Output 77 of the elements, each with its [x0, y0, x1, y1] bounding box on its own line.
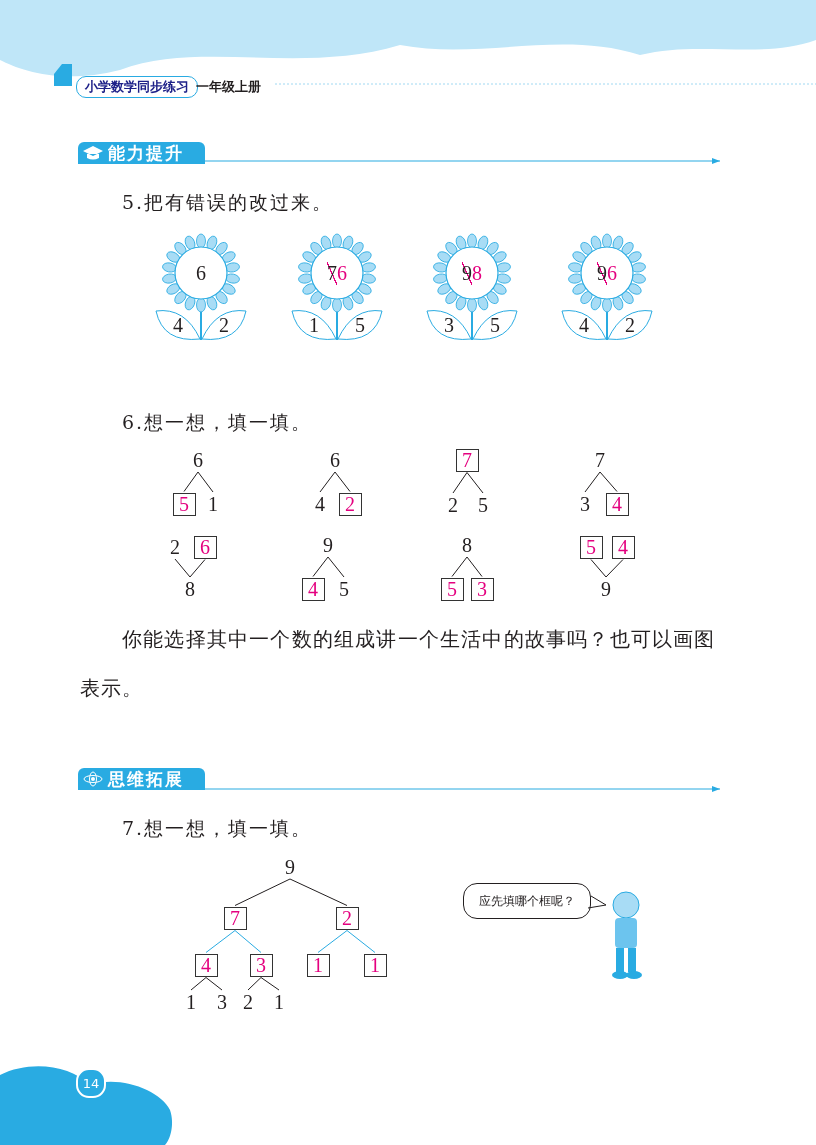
answer-box: 1 [363, 953, 387, 977]
speech-bubble: 应先填哪个框呢？ [463, 883, 591, 919]
number-text: 2 [445, 494, 461, 516]
leaf-shape: 2 [201, 309, 247, 341]
connector-line [346, 930, 376, 953]
connector-line [205, 977, 223, 991]
answer-box: 2 [338, 492, 362, 516]
number-text: 8 [182, 578, 198, 600]
answer-box: 6 [193, 535, 217, 559]
question-text: 7.想一想，填一填。 [122, 816, 313, 841]
answer-box: 5 [579, 535, 603, 559]
number-text: 7 [592, 449, 608, 471]
answer-box: 2 [335, 906, 359, 930]
connector-line [327, 556, 345, 578]
leaf-shape: 3 [426, 309, 472, 341]
connector-line [317, 930, 348, 953]
leaf-shape: 4 [155, 309, 201, 341]
connector-line [183, 471, 199, 492]
connector-line [334, 471, 351, 492]
answer-box: 4 [194, 953, 218, 977]
leaf-shape: 5 [472, 309, 518, 341]
question-paragraph: 你能选择其中一个数的组成讲一个生活中的故事吗？也可以画图表示。 [80, 626, 717, 702]
answer-box: 3 [470, 577, 494, 601]
number-text: 6 [190, 449, 206, 471]
connector-line [205, 930, 236, 953]
connector-line [451, 556, 468, 577]
connector-line [599, 471, 618, 492]
connector-line [174, 558, 191, 578]
number-text: 2 [167, 536, 183, 558]
connector-line [584, 471, 601, 493]
answer-box: 3 [249, 953, 273, 977]
connector-line [319, 471, 336, 493]
number-text: 9 [598, 578, 614, 600]
number-text: 5 [475, 494, 491, 516]
number-text: 9 [320, 534, 336, 556]
connector-line [605, 559, 624, 578]
answer-box: 4 [605, 492, 629, 516]
number-text: 1 [271, 991, 287, 1013]
section-heading: 思维拓展 [108, 767, 184, 791]
connector-line [234, 930, 262, 953]
answer-box: 7 [223, 906, 247, 930]
answer-box: 5 [440, 577, 464, 601]
number-text: 3 [577, 493, 593, 515]
number-text: 9 [282, 856, 298, 878]
connector-line [312, 556, 329, 577]
question-text: 6.想一想，填一填。 [122, 410, 313, 435]
connector-line [197, 471, 214, 493]
leaf-shape: 4 [561, 309, 607, 341]
leaf-shape: 2 [607, 309, 653, 341]
number-text: 8 [459, 534, 475, 556]
answer-box: 7 [455, 448, 479, 472]
number-text: 1 [183, 991, 199, 1013]
connector-line [466, 556, 483, 577]
answer-box: 4 [611, 535, 635, 559]
connector-line [247, 977, 262, 991]
number-text: 6 [327, 449, 343, 471]
number-text: 5 [336, 578, 352, 600]
answer-box: 1 [306, 953, 330, 977]
connector-line [466, 472, 484, 494]
number-text: 3 [214, 991, 230, 1013]
answer-box: 5 [172, 492, 196, 516]
answer-box: 4 [301, 577, 325, 601]
number-text: 1 [205, 493, 221, 515]
leaf-shape: 1 [291, 309, 337, 341]
connector-line [260, 977, 280, 991]
leaf-shape: 5 [337, 309, 383, 341]
connector-line [234, 878, 291, 906]
connector-line [190, 977, 207, 991]
question-text: 5.把有错误的改过来。 [122, 190, 334, 215]
connector-line [189, 559, 206, 578]
section-heading: 能力提升 [108, 141, 184, 165]
connector-line [289, 878, 348, 906]
number-text: 4 [312, 493, 328, 515]
page-number: 14 [76, 1068, 106, 1098]
connector-line [452, 472, 468, 494]
connector-line [590, 559, 607, 578]
number-text: 2 [240, 991, 256, 1013]
